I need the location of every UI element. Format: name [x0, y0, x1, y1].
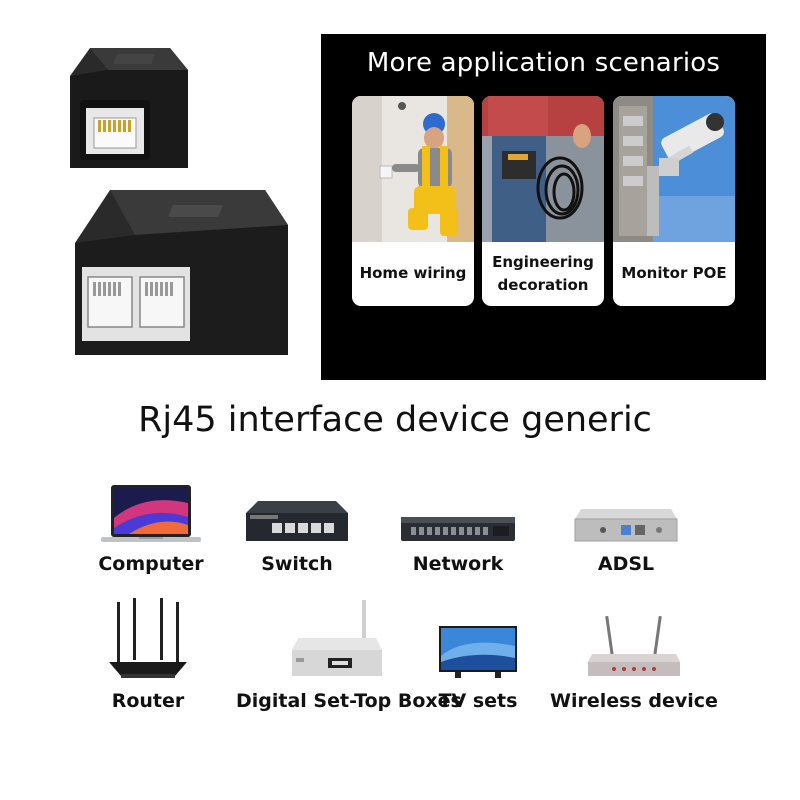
device-label: Wireless device [550, 690, 718, 712]
device-label: Router [111, 690, 185, 712]
scenario-card-home-wiring: Home wiring [352, 96, 474, 306]
scenario-card-monitor-poe: Monitor POE [613, 96, 735, 306]
device-label: ADSL [597, 553, 655, 575]
dual-rj45-coupler-image [70, 185, 290, 360]
device-label: Network [412, 553, 504, 575]
device-label: Digital Set-Top Boxes [236, 690, 462, 712]
scenario-caption: Engineering decoration [492, 252, 594, 294]
device-tv: TV sets [393, 596, 563, 712]
engineering-decoration-photo [482, 96, 604, 242]
laptop-icon [66, 483, 236, 545]
device-switch: Switch [212, 483, 382, 575]
device-wireless: Wireless device [549, 596, 719, 712]
router-icon [63, 596, 233, 682]
wireless-router-icon [549, 596, 719, 682]
scenario-card-engineering-decoration: Engineering decoration [482, 96, 604, 306]
home-wiring-photo [352, 96, 474, 242]
scenario-caption: Home wiring [359, 264, 467, 283]
tv-icon [393, 596, 563, 682]
set-top-box-icon [236, 596, 436, 682]
scenarios-title: More application scenarios [366, 48, 721, 78]
device-router: Router [63, 596, 233, 712]
device-set-top-box: Digital Set-Top Boxes [236, 596, 462, 712]
main-heading: Rj45 interface device generic [138, 400, 652, 440]
device-label: Computer [98, 553, 204, 575]
monitor-poe-photo [613, 96, 735, 242]
device-label: Switch [261, 553, 333, 575]
adsl-modem-icon [541, 483, 711, 545]
device-network: Network [373, 483, 543, 575]
scenario-caption: Monitor POE [621, 264, 727, 283]
network-switch-icon [212, 483, 382, 545]
single-rj45-coupler-image [60, 40, 195, 180]
device-label: TV sets [438, 690, 518, 712]
device-computer: Computer [66, 483, 236, 575]
patch-panel-icon [373, 483, 543, 545]
device-adsl: ADSL [541, 483, 711, 575]
application-scenarios-panel: More application scenarios Home wiring [321, 34, 766, 380]
